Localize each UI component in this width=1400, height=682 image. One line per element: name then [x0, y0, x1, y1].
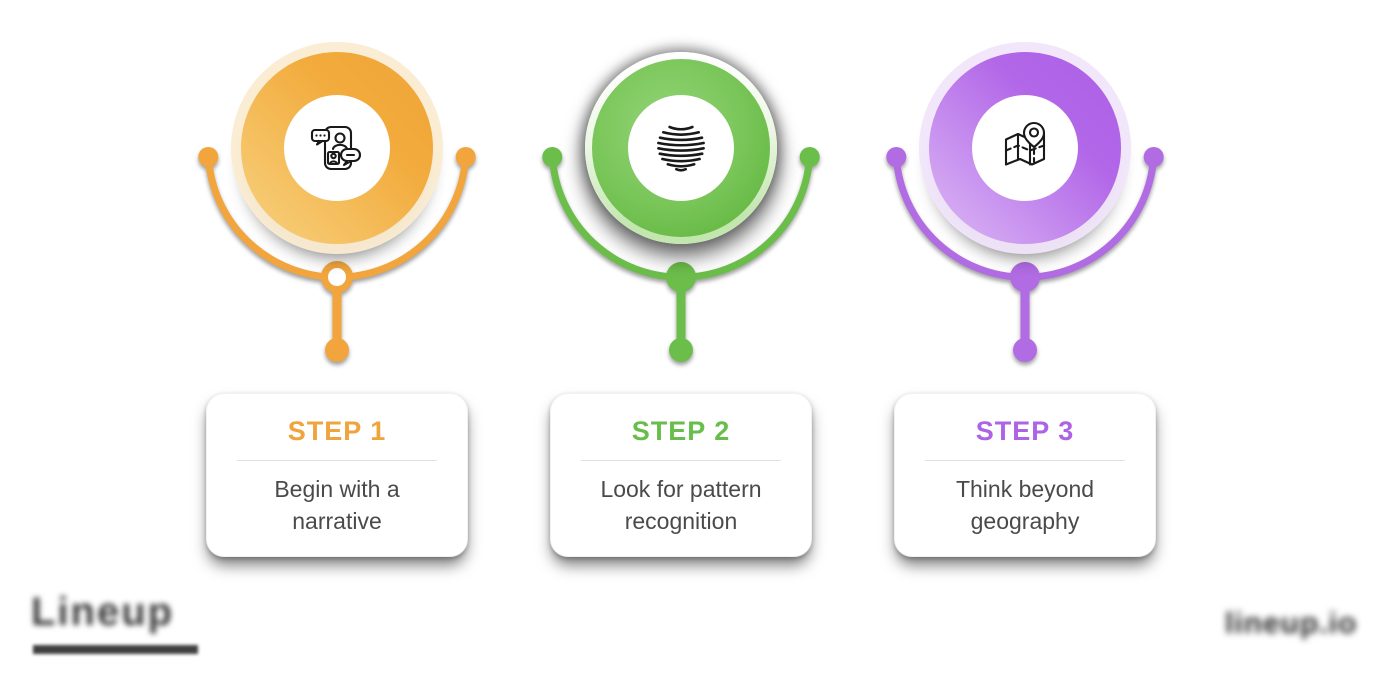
footer-right-wordmark-blurred: lineup.io — [1225, 607, 1358, 640]
step-3-card: STEP 3 Think beyond geography — [894, 393, 1156, 557]
step-3-divider — [925, 460, 1125, 461]
phone-chat-icon — [310, 125, 362, 171]
step-1-card: STEP 1 Begin with a narrative — [206, 393, 468, 557]
step-3-connector-arc — [886, 147, 1164, 362]
step-1-description: Begin with a narrative — [274, 476, 400, 534]
step-2-divider — [581, 460, 781, 461]
step-1-circle — [241, 52, 433, 244]
step-2-description: Look for pattern recognition — [600, 476, 762, 534]
step-3-column: STEP 3 Think beyond geography — [885, 0, 1165, 620]
step-3-icon-badge — [972, 95, 1078, 201]
step-1-column: STEP 1 Begin with a narrative — [197, 0, 477, 620]
step-2-connector-arc — [542, 147, 820, 362]
footer-left-wordmark-blurred: Lineup — [31, 590, 175, 634]
step-2-label: STEP 2 — [631, 416, 731, 446]
step-1-connector-arc — [198, 147, 476, 362]
footer-left-tagline-bar — [33, 645, 198, 654]
step-1-label: STEP 1 — [287, 416, 387, 446]
step-1-icon-badge — [284, 95, 390, 201]
step-2-icon-badge — [628, 95, 734, 201]
step-3-circle — [929, 52, 1121, 244]
step-2-column: STEP 2 Look for pattern recognition — [541, 0, 821, 620]
step-3-description: Think beyond geography — [955, 476, 1095, 534]
step-2-card: STEP 2 Look for pattern recognition — [550, 393, 812, 557]
map-location-pin-icon — [1004, 121, 1046, 166]
step-2-circle — [585, 52, 777, 244]
step-3-label: STEP 3 — [975, 416, 1075, 446]
striped-globe-icon — [657, 125, 705, 172]
step-1-divider — [237, 460, 437, 461]
